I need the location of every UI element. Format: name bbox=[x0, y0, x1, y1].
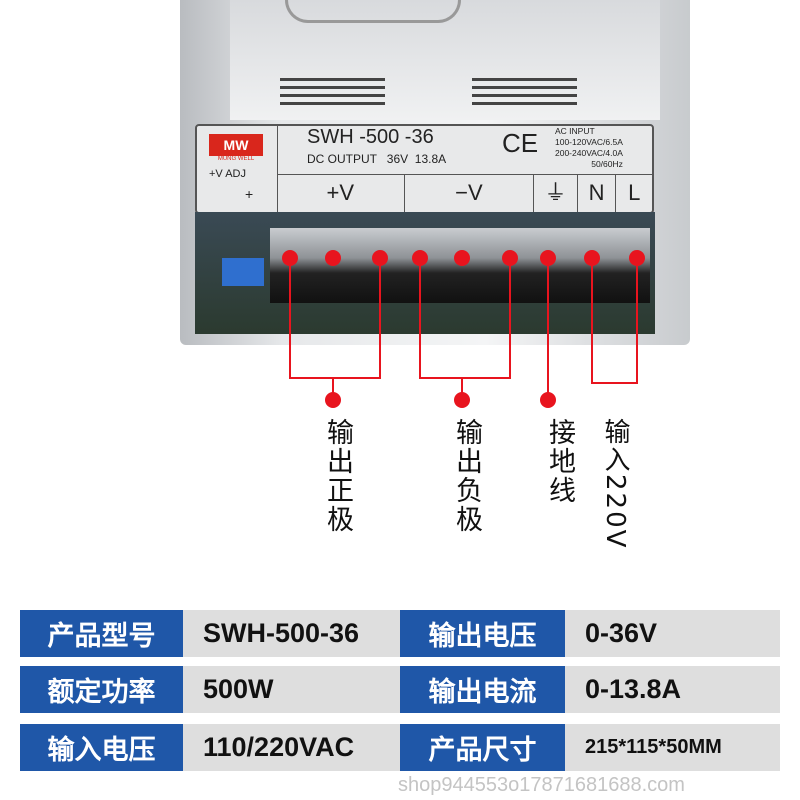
spec-label: 输出电流 bbox=[400, 666, 565, 713]
callout-input: 输入220V bbox=[600, 418, 630, 550]
callout-line bbox=[419, 258, 421, 379]
spec-value: 0-36V bbox=[565, 610, 780, 657]
callout-ground: 接地线 bbox=[544, 418, 575, 505]
terminal-dot bbox=[325, 250, 341, 266]
callout-dot bbox=[325, 392, 341, 408]
brand-logo: MW bbox=[209, 134, 263, 156]
callout-positive: 输出正极 bbox=[322, 418, 353, 534]
watermark: shop944553o17871681688.com bbox=[398, 774, 685, 796]
spec-label: 产品尺寸 bbox=[400, 724, 565, 771]
callout-line bbox=[289, 258, 291, 379]
spec-value: 0-13.8A bbox=[565, 666, 780, 713]
spec-value: 110/220VAC bbox=[183, 724, 400, 771]
callout-line bbox=[379, 258, 381, 379]
adj-label: +V ADJ bbox=[209, 168, 246, 180]
spec-label: 输入电压 bbox=[20, 724, 183, 771]
model-number: SWH -500 -36 bbox=[307, 126, 434, 148]
spec-value: 215*115*50MM bbox=[565, 724, 780, 771]
callout-line bbox=[290, 377, 380, 379]
adjust-potentiometer bbox=[222, 258, 264, 286]
callout-dot bbox=[540, 392, 556, 408]
brand-sub: MUNG WELL bbox=[217, 156, 255, 162]
callout-line bbox=[636, 258, 638, 384]
fan-grille bbox=[285, 0, 461, 23]
callout-line bbox=[591, 258, 593, 384]
ce-mark: CE bbox=[502, 128, 539, 158]
product-label: MW MUNG WELL +V ADJ + SWH -500 -36 DC OU… bbox=[195, 124, 654, 214]
callout-line bbox=[461, 378, 463, 400]
terminal-legend: +V −V ⏚ N L bbox=[277, 175, 652, 212]
spec-value: 500W bbox=[183, 666, 400, 713]
callout-line bbox=[547, 258, 549, 400]
spec-label: 产品型号 bbox=[20, 610, 183, 657]
callout-negative: 输出负极 bbox=[451, 418, 482, 534]
callout-line bbox=[420, 377, 510, 379]
terminal-dot bbox=[454, 250, 470, 266]
spec-value: SWH-500-36 bbox=[183, 610, 400, 657]
spec-label: 额定功率 bbox=[20, 666, 183, 713]
callout-dot bbox=[454, 392, 470, 408]
callout-line bbox=[332, 378, 334, 400]
spec-label: 输出电压 bbox=[400, 610, 565, 657]
adj-plus: + bbox=[245, 186, 254, 202]
ground-icon: ⏚ bbox=[534, 175, 578, 212]
dc-output: DC OUTPUT 36V 13.8A bbox=[307, 152, 447, 166]
callout-line bbox=[509, 258, 511, 379]
callout-line bbox=[591, 382, 638, 384]
